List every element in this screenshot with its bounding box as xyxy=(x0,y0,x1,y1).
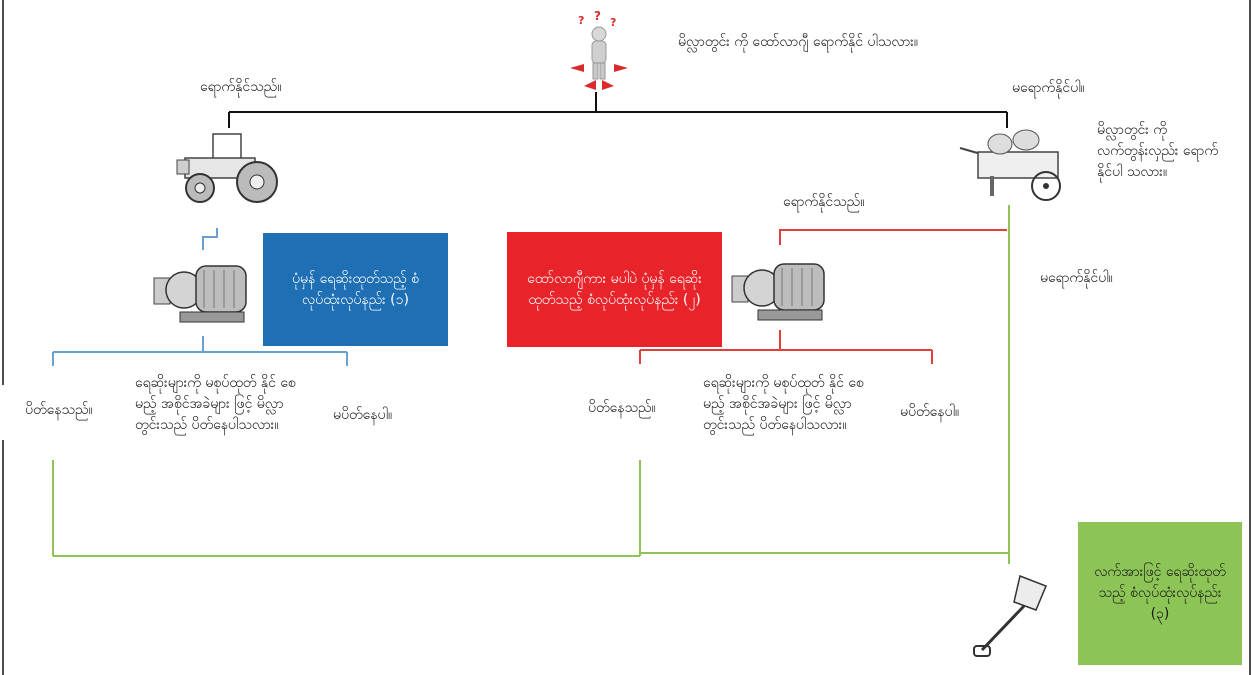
left-sub-question: ရေဆိုးများကို မစုပ်ထုတ် နိုင် စေမည့် အစိ… xyxy=(135,375,296,433)
right-yes-label: ပိတ်နေသည်။ xyxy=(588,400,656,416)
shovel-icon xyxy=(973,574,1047,657)
method-3-label: လက်အားဖြင့် ရေဆိုးထုတ်သည့် စံလုပ်ထုံးလုပ… xyxy=(1094,564,1226,622)
method-1-box: ပုံမှန် ရေဆိုးထုတ်သည့် စံလုပ်ထုံးလုပ်နည်… xyxy=(263,233,448,346)
method-3-box: လက်အားဖြင့် ရေဆိုးထုတ်သည့် စံလုပ်ထုံးလုပ… xyxy=(1078,522,1242,665)
method-2-box: ထော်လာဂျီကား မပါပဲ ပုံမှန် ရေဆိုးထုတ်သည့… xyxy=(507,232,722,347)
mid-yes-label: ရောက်နိုင်သည်။ xyxy=(783,194,865,210)
top-question: မိလ္လာတွင်း ကို ထော်လာဂျီ ရောက်နိုင် ပါသ… xyxy=(678,34,919,50)
handcart-icon xyxy=(959,129,1061,201)
method-2-label: ထော်လာဂျီကား မပါပဲ ပုံမှန် ရေဆိုးထုတ်သည့… xyxy=(527,270,702,308)
red-top-line xyxy=(779,229,1007,245)
thinking-person-icon: ? ? ? xyxy=(570,9,628,90)
right-sub-question: ရေဆိုးများကို မစုပ်ထုတ် နိုင် စေမည့် အစိ… xyxy=(703,375,864,433)
svg-text:?: ? xyxy=(578,14,584,27)
svg-text:?: ? xyxy=(610,16,616,29)
left-yes-label: ပိတ်နေသည်။ xyxy=(25,402,93,418)
right-branch-label: မရောက်နိုင်ပါ။ xyxy=(1012,80,1085,96)
pump-icon xyxy=(153,265,247,323)
tractor-icon xyxy=(176,133,278,203)
right-no-label: မပိတ်နေပါ။ xyxy=(900,404,960,420)
right-question: မိလ္လာတွင်း ကို လက်တွန်းလှည်း ရောက်နိုင်… xyxy=(1097,122,1219,180)
left-no-label: မပိတ်နေပါ။ xyxy=(333,407,393,423)
pump-icon xyxy=(731,263,825,321)
left-branch-label: ရောက်နိုင်သည်။ xyxy=(200,79,282,95)
method-1-label: ပုံမှန် ရေဆိုးထုတ်သည့် စံလုပ်ထုံးလုပ်နည်… xyxy=(292,270,419,308)
svg-text:?: ? xyxy=(594,9,601,23)
blue-stem-line xyxy=(202,228,218,250)
mid-no-label: မရောက်နိုင်ပါ။ xyxy=(1040,270,1113,286)
